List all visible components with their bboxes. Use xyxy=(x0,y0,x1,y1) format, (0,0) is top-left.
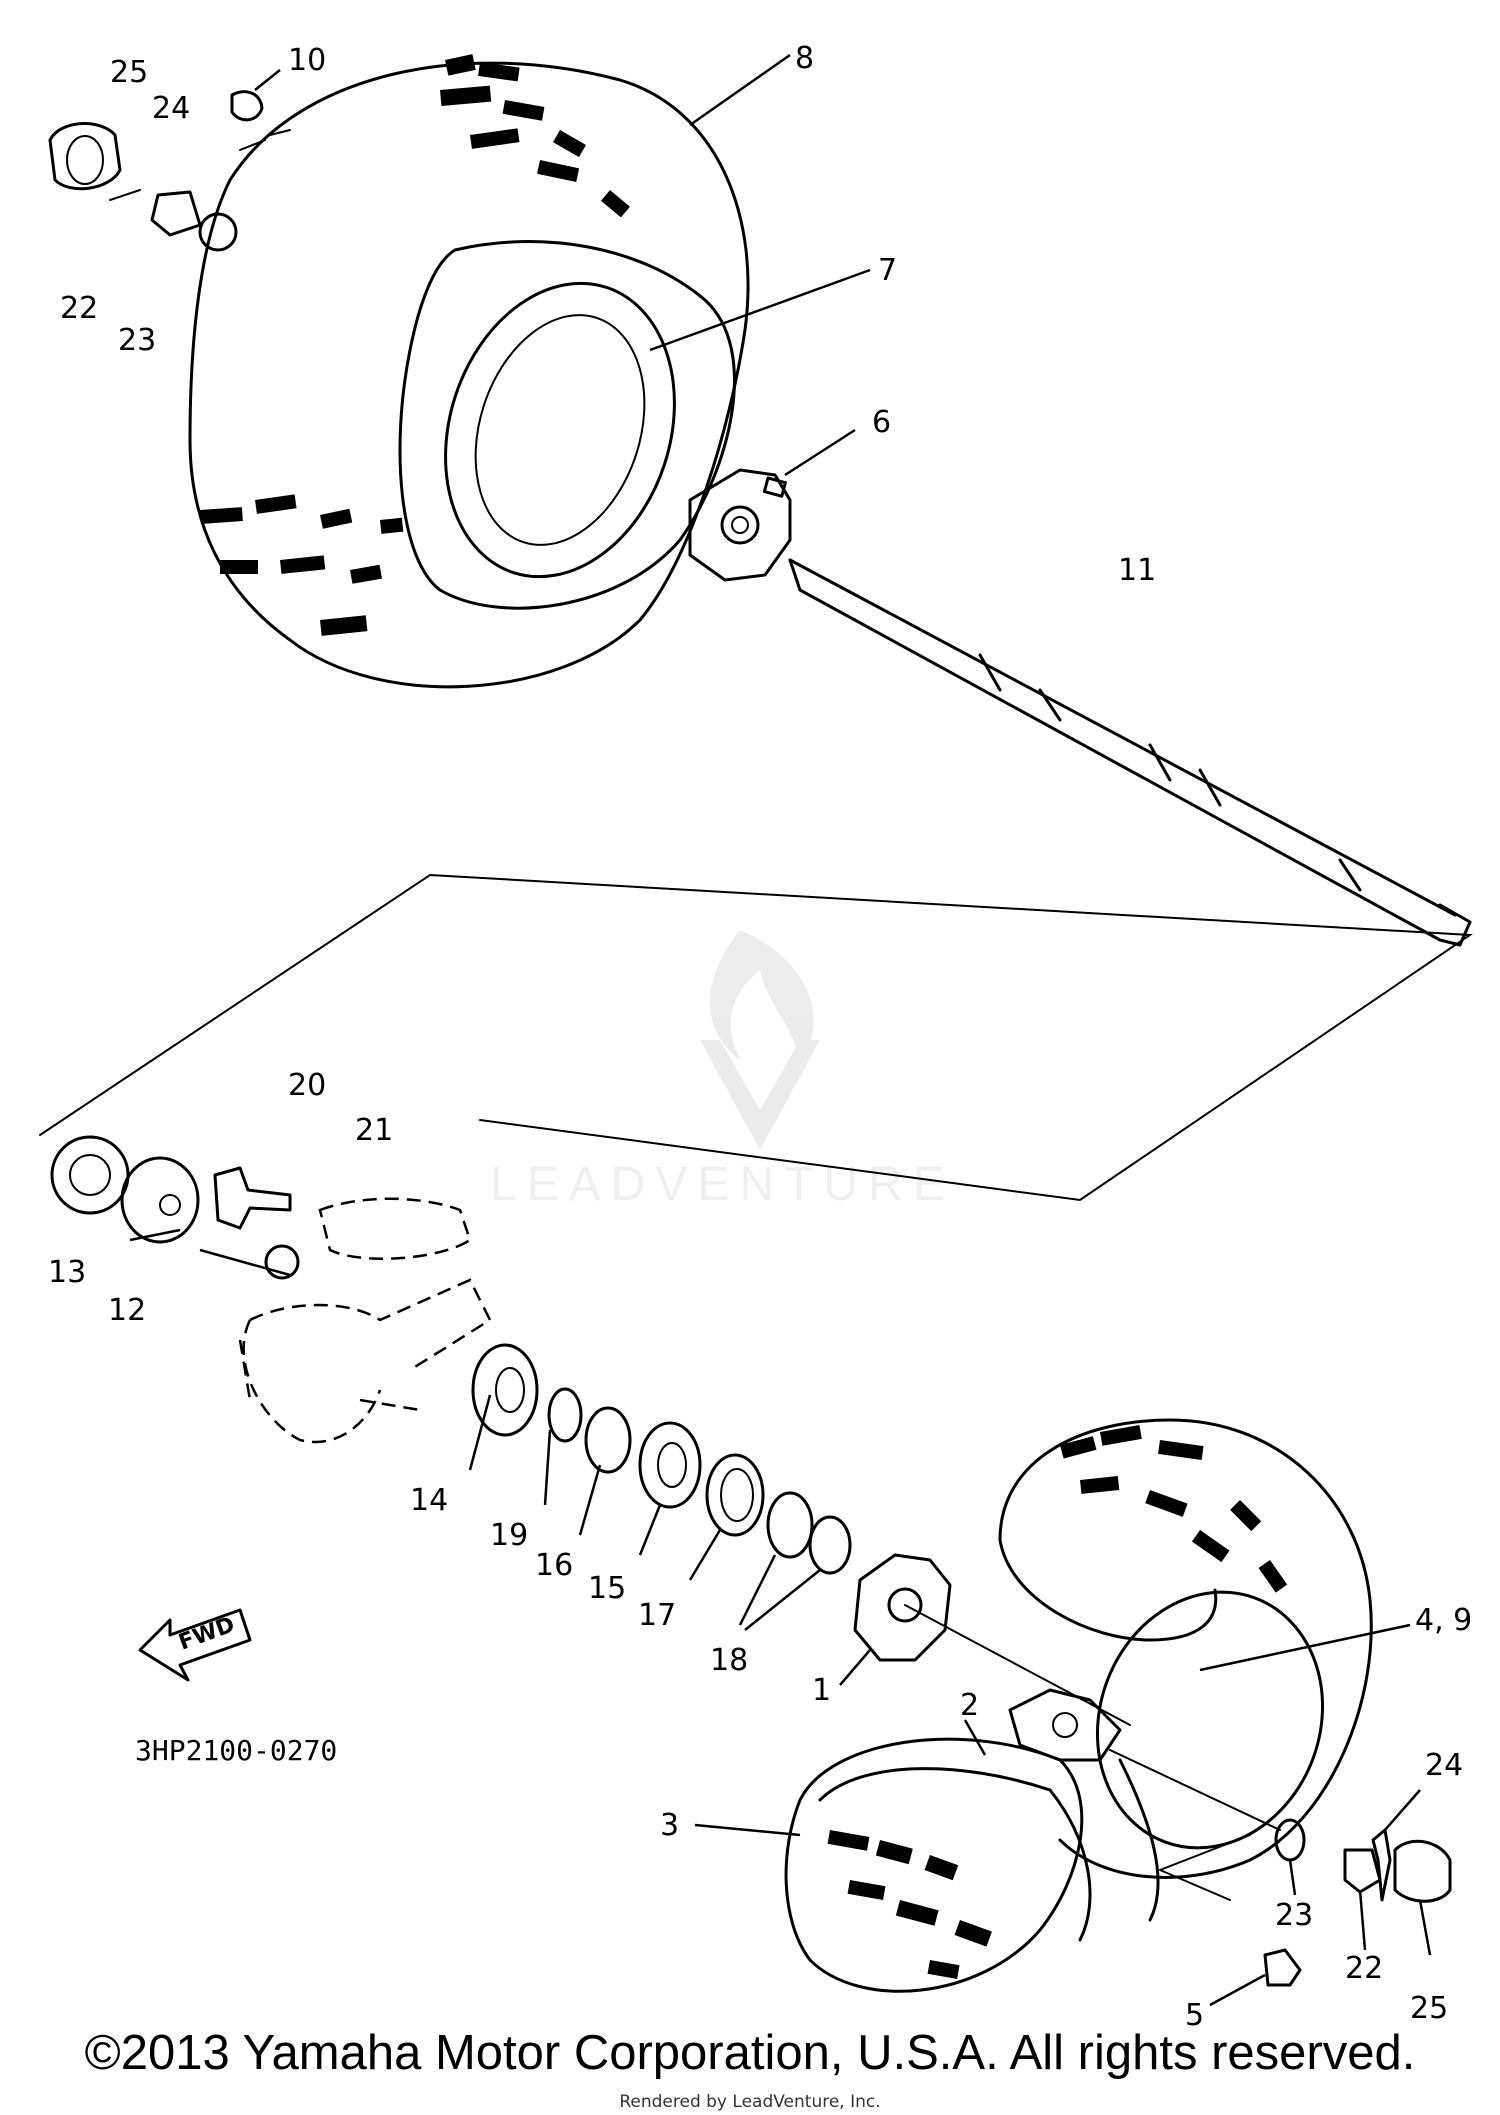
axle xyxy=(788,558,1472,947)
copyright-notice: ©2013 Yamaha Motor Corporation, U.S.A. A… xyxy=(84,2026,1416,2080)
label-part-15: 15 xyxy=(588,1571,626,1606)
label-part-18: 18 xyxy=(710,1643,748,1678)
watermark-text: LEADVENTURE xyxy=(490,1158,955,1211)
castle-nut-top xyxy=(150,190,202,237)
explosion-guide xyxy=(39,873,1473,1202)
bearing-18b xyxy=(808,1515,852,1575)
top-wheel xyxy=(188,54,750,689)
label-part-22-top: 22 xyxy=(60,291,98,326)
label-part-5: 5 xyxy=(1185,1998,1204,2033)
washer-21 xyxy=(264,1244,300,1280)
label-part-11: 11 xyxy=(1118,553,1156,588)
label-part-19: 19 xyxy=(490,1518,528,1553)
label-part-3: 3 xyxy=(660,1808,679,1843)
axle-nut-cap-top xyxy=(48,122,122,191)
label-part-1: 1 xyxy=(812,1673,831,1708)
watermark-logo: LEADVENTURE xyxy=(490,930,955,1211)
castle-nut-bottom xyxy=(1343,1848,1382,1894)
label-part-6: 6 xyxy=(872,405,891,440)
washer-12 xyxy=(120,1156,200,1244)
spacer-15 xyxy=(638,1421,702,1509)
bearing-16 xyxy=(584,1406,632,1474)
label-part-4-9: 4, 9 xyxy=(1415,1603,1472,1638)
label-part-14: 14 xyxy=(410,1483,448,1518)
drawing-code: 3HP2100-0270 xyxy=(135,1734,337,1767)
washer-17 xyxy=(705,1453,765,1537)
bearing-18a xyxy=(766,1491,814,1559)
label-part-10: 10 xyxy=(288,43,326,78)
fwd-arrow: FWD xyxy=(138,1608,252,1682)
label-part-25-bottom: 25 xyxy=(1410,1991,1448,2026)
leader-lines xyxy=(254,53,1432,2007)
label-part-13: 13 xyxy=(48,1255,86,1290)
tread-pattern-top xyxy=(200,54,630,636)
label-part-24-bottom: 24 xyxy=(1425,1748,1463,1783)
valve-cap-5 xyxy=(1263,1948,1302,1987)
top-left-small-parts xyxy=(48,90,291,252)
label-part-12: 12 xyxy=(108,1293,146,1328)
tread-pattern-bottom xyxy=(827,1425,1288,1979)
label-part-20: 20 xyxy=(288,1068,326,1103)
tire-sidewall-top xyxy=(398,240,736,610)
rendered-by-notice: Rendered by LeadVenture, Inc. xyxy=(619,2092,881,2112)
label-part-24-top: 24 xyxy=(152,91,190,126)
seal-14 xyxy=(471,1343,539,1437)
bottom-wheel xyxy=(784,1418,1373,1993)
cotter-pin-bottom xyxy=(1371,1828,1392,1902)
rim-inner-bottom xyxy=(1095,1590,1325,1850)
label-part-17: 17 xyxy=(638,1598,676,1633)
label-part-23-bottom: 23 xyxy=(1275,1898,1313,1933)
label-part-7: 7 xyxy=(878,253,897,288)
cotter-pin-top xyxy=(230,90,264,122)
circlip-19 xyxy=(547,1387,583,1443)
bearing-stack xyxy=(471,1343,852,1575)
label-part-2: 2 xyxy=(960,1688,979,1723)
housing-phantom xyxy=(238,1197,492,1444)
label-part-16: 16 xyxy=(535,1548,573,1583)
hub-bottom xyxy=(853,1553,1131,1726)
label-part-23-top: 23 xyxy=(118,323,156,358)
bottom-left-parts xyxy=(50,1135,300,1280)
rim-opening-top xyxy=(444,281,676,579)
label-part-25-top: 25 xyxy=(110,55,148,90)
axle-nut-cap-bottom xyxy=(1393,1839,1452,1903)
part-labels: 8 7 6 11 10 25 24 22 23 20 21 13 12 14 1… xyxy=(48,41,1472,2033)
label-part-21: 21 xyxy=(355,1113,393,1148)
tire-right-half xyxy=(998,1418,1373,1879)
bottom-right-small-parts xyxy=(1263,1818,1452,1987)
rim-inner-top xyxy=(474,314,646,546)
seal-13 xyxy=(50,1135,130,1215)
label-part-8: 8 xyxy=(795,41,814,76)
washer-top xyxy=(198,212,238,252)
label-part-22-bottom: 22 xyxy=(1345,1951,1383,1986)
tire-outline-top xyxy=(188,61,750,689)
bolt-20 xyxy=(213,1166,292,1230)
hub-top xyxy=(688,468,792,582)
tire-left-half xyxy=(784,1737,1084,1993)
rim-2 xyxy=(1008,1688,1122,1762)
